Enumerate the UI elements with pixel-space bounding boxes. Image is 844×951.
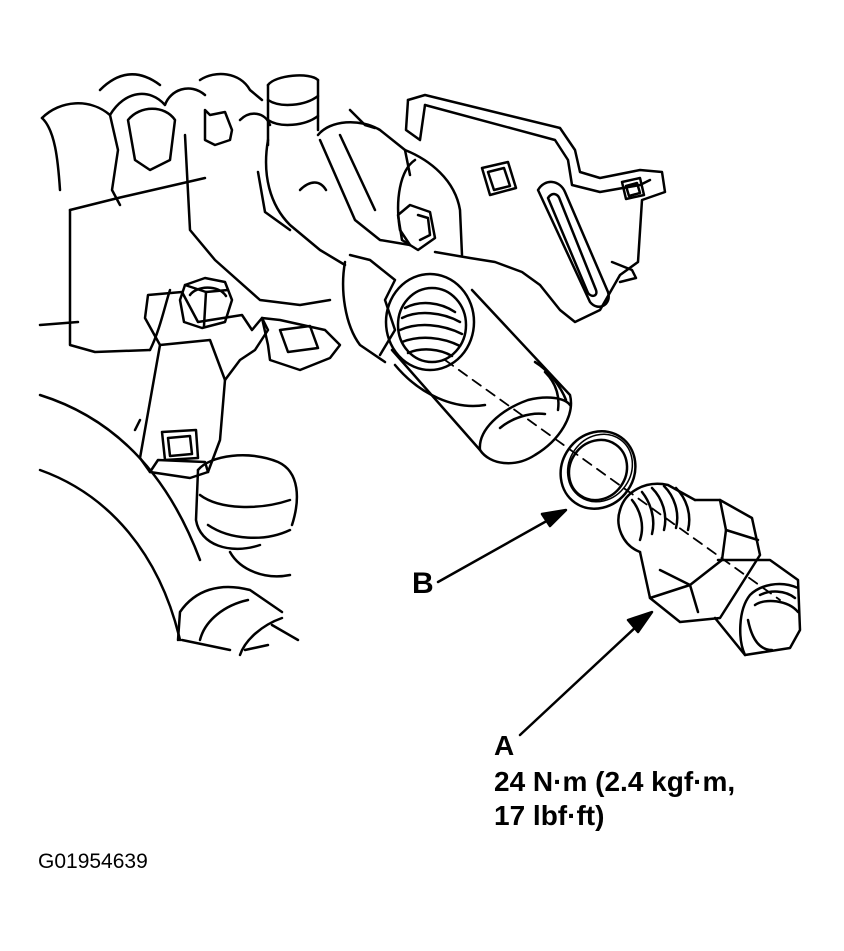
torque-spec-line-2: 17 lbf·ft): [494, 800, 605, 831]
engine-housing: [38, 72, 412, 354]
figure-id: G01954639: [38, 850, 148, 873]
left-bracket: [138, 276, 342, 480]
temperature-sensor: [617, 482, 802, 657]
upper-bracket: [404, 93, 667, 324]
axis-line: [444, 359, 781, 601]
lower-hose: [38, 393, 300, 657]
sealing-washer: [559, 430, 637, 510]
callout-label-a: A: [494, 730, 515, 761]
coolant-outlet: [341, 148, 573, 465]
torque-spec-line-1: 24 N·m (2.4 kgf·m,: [494, 766, 736, 797]
callout-arrows: [436, 508, 654, 737]
callout-label-b: B: [412, 567, 434, 600]
